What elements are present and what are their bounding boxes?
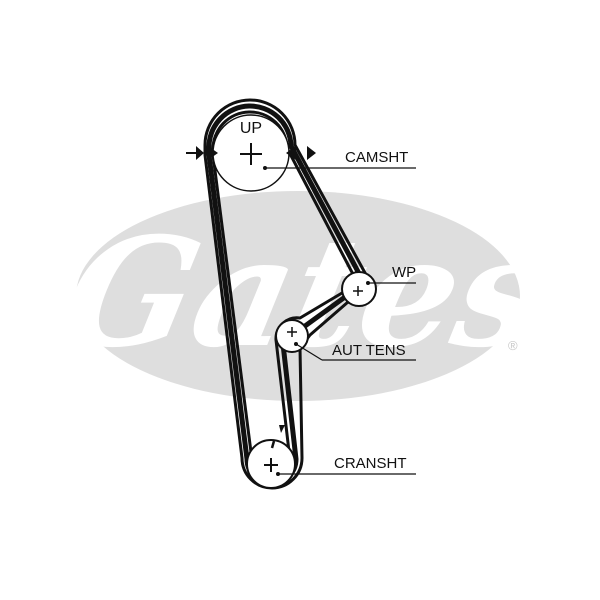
gates-watermark: Gates ® (50, 191, 562, 401)
watermark-brand-text: Gates (50, 205, 562, 381)
crankshaft-pulley (246, 425, 296, 489)
water-pump-label: WP (392, 264, 416, 281)
auto-tensioner-label: AUT TENS (332, 342, 406, 359)
camshaft-label: CAMSHT (345, 149, 408, 166)
water-pump-pulley (341, 271, 377, 307)
camshaft-alignment-marks (186, 146, 316, 160)
leader-lines (263, 166, 416, 476)
watermark-oval (76, 191, 520, 401)
auto-tensioner-pulley (275, 319, 309, 353)
crankshaft-label: CRANSHT (334, 455, 407, 472)
watermark-registered-mark: ® (508, 338, 518, 353)
rotation-direction-label: UP (240, 120, 262, 137)
